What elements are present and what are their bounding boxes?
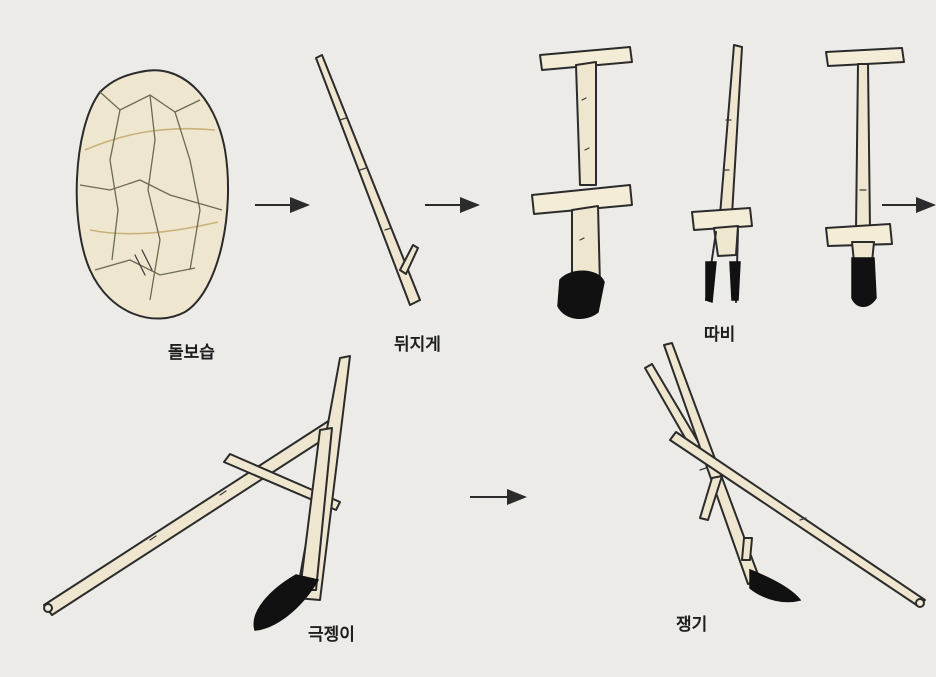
label-plow: 쟁기	[676, 610, 707, 635]
ttabi-illustration-1	[532, 47, 632, 318]
label-geukjaengi: 극젱이	[308, 620, 355, 645]
stone-plowshare-illustration	[77, 70, 228, 318]
label-stone-plowshare: 돌보습	[168, 338, 215, 363]
ttabi-illustration-2	[692, 45, 752, 302]
geukjaengi-illustration	[44, 356, 350, 630]
label-ttabi: 따비	[704, 320, 735, 345]
digging-stick-illustration	[316, 55, 420, 305]
plow-illustration	[645, 343, 925, 607]
label-digging-stick: 뒤지게	[394, 330, 441, 355]
ttabi-illustration-3	[826, 48, 904, 306]
